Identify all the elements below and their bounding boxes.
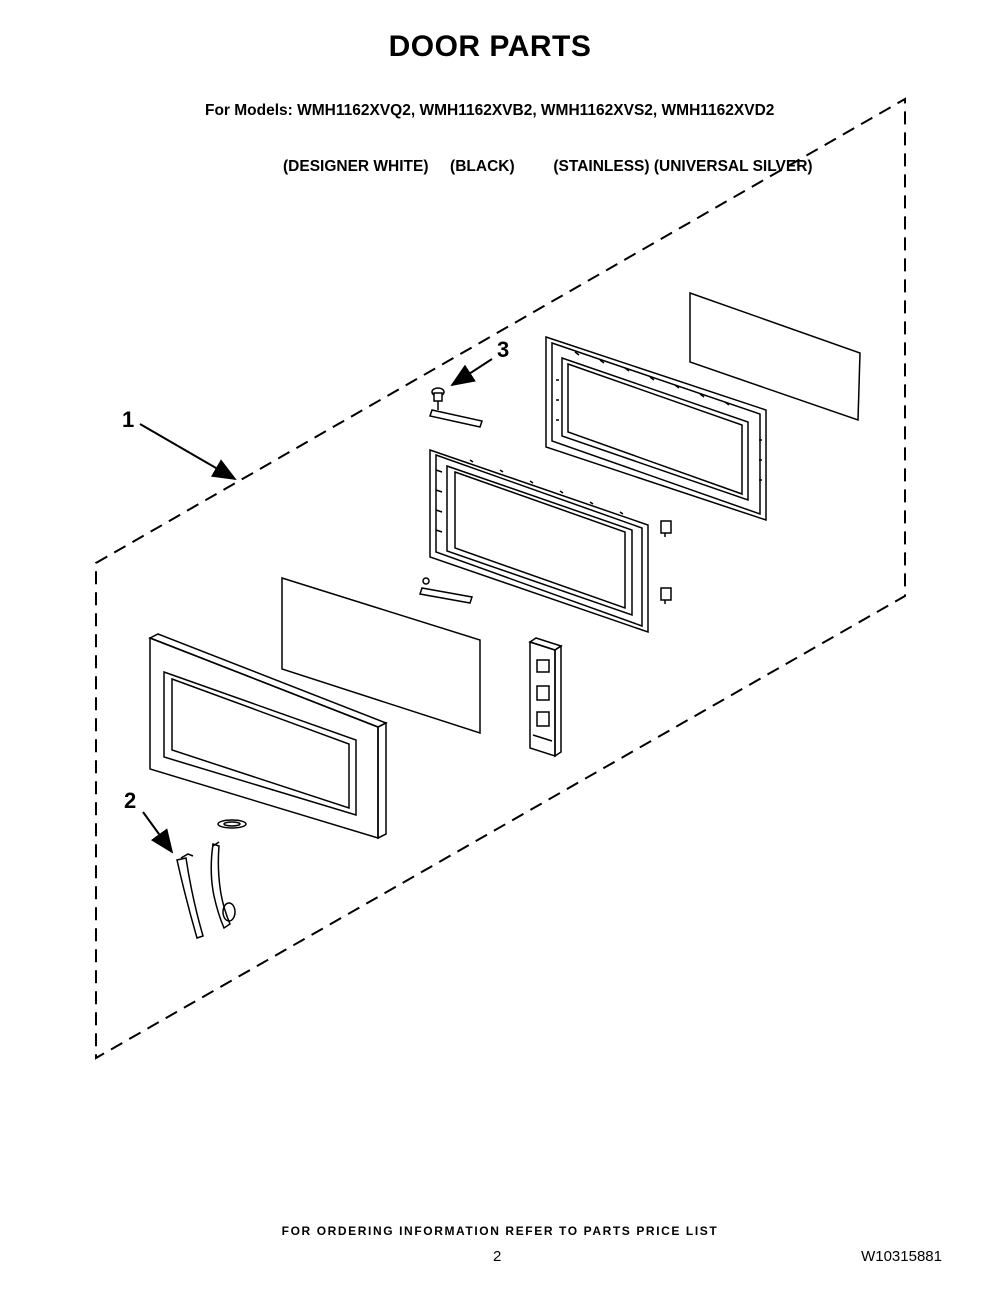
models-line: For Models: WMH1162XVQ2, WMH1162XVB2, WM… [205, 102, 775, 119]
rear-glass-panel [689, 291, 861, 422]
page-title: DOOR PARTS [388, 30, 592, 63]
page-number: 2 [493, 1248, 502, 1265]
document-number: W10315881 [861, 1248, 942, 1265]
outer-door-frame [148, 633, 388, 840]
models-header: For Models: WMH1162XVQ2, WMH1162XVB2, WM… [205, 66, 813, 196]
callout-2-label: 2 [124, 788, 136, 813]
callout-3-label: 3 [497, 337, 509, 362]
finishes-line: (DESIGNER WHITE) (BLACK) (STAINLESS) (UN… [283, 158, 813, 175]
door-glass [281, 576, 481, 735]
callout-3-leader [450, 358, 493, 387]
callout-1-label: 1 [122, 407, 134, 432]
lower-hinge-bracket [419, 577, 473, 604]
door-assembly-outline [95, 97, 906, 1060]
hinge-pin-assembly [429, 387, 483, 428]
callout-1-leader [139, 423, 237, 481]
door-choke-frame [545, 335, 767, 522]
door-latch-assembly [528, 637, 563, 758]
door-handle [176, 841, 236, 939]
callout-2-leader [142, 811, 174, 854]
latch-clips [660, 520, 672, 604]
door-inner-panel [429, 448, 649, 634]
ordering-note: FOR ORDERING INFORMATION REFER TO PARTS … [281, 1224, 719, 1238]
